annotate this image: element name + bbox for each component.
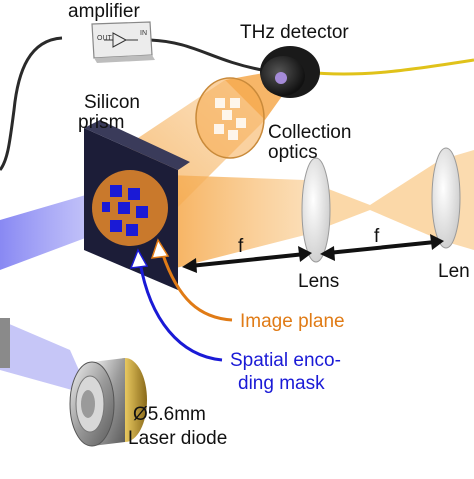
laser-beam-lower xyxy=(0,320,90,395)
detector-cable xyxy=(304,58,474,76)
laser-diode-size-label: Ø5.6mm xyxy=(133,404,206,425)
amplifier-cable-right xyxy=(149,38,263,72)
thz-beam-between-lenses xyxy=(305,160,440,240)
laser-diode-label: Laser diode xyxy=(128,428,227,449)
collection-optics-mask-pattern xyxy=(214,98,246,140)
image-plane-arrowhead xyxy=(150,238,170,259)
prism-mask-pattern xyxy=(102,185,148,236)
lens-1-shape xyxy=(301,157,331,263)
thz-detector xyxy=(260,46,320,98)
silicon-prism-label-line1: Silicon xyxy=(84,92,140,113)
mask-label-line1: Spatial enco- xyxy=(230,350,341,371)
lens-2-label: Len xyxy=(438,261,470,282)
focal-length-right-label: f xyxy=(374,226,380,247)
laser-diode xyxy=(69,358,147,447)
silicon-prism-label-line2: prism xyxy=(78,112,124,133)
collection-optics-label-line1: Collection xyxy=(268,122,351,143)
focal-length-left-label: f xyxy=(238,236,244,257)
mask-arrow xyxy=(138,261,223,362)
image-plane-arrow xyxy=(160,251,233,322)
collection-optics-lens xyxy=(195,77,265,159)
amplifier-label: amplifier xyxy=(68,1,140,22)
thz-detector-label: THz detector xyxy=(240,22,349,43)
focal-distance-arrows xyxy=(182,234,444,273)
amplifier-out-label: OUT xyxy=(97,35,113,42)
lens-1-label: Lens xyxy=(298,271,339,292)
mask-arrowhead xyxy=(129,248,149,269)
image-plane-label: Image plane xyxy=(240,311,345,332)
amplifier-cable-left xyxy=(0,36,63,171)
thz-beam-horizontal xyxy=(168,175,305,270)
lens-2-shape xyxy=(431,147,461,249)
amplifier-in-label: IN xyxy=(140,30,147,37)
collection-optics-label-line2: optics xyxy=(268,142,318,163)
amplifier-box: OUT IN xyxy=(91,21,155,63)
left-mount-partial xyxy=(0,318,10,368)
mask-label-line2: ding mask xyxy=(238,373,325,394)
